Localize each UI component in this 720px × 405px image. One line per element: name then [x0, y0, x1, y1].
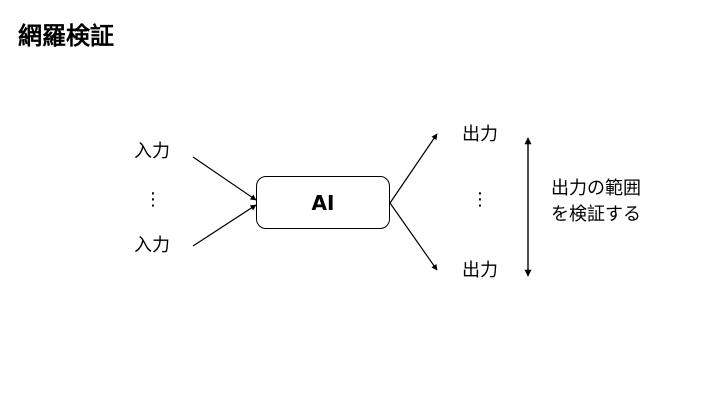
input-ellipsis: ⋮: [144, 189, 162, 210]
output-label-bottom: 出力: [462, 260, 498, 281]
output-ellipsis: ⋮: [471, 189, 489, 210]
input-label-bottom: 入力: [134, 235, 170, 256]
output-label-top: 出力: [462, 124, 498, 145]
input-top-arrow: [192, 156, 257, 201]
input-label-top: 入力: [134, 141, 170, 162]
range-label-line1: 出力の範囲: [551, 178, 641, 199]
output-bottom-arrow: [389, 202, 438, 271]
input-bottom-arrow: [192, 204, 257, 247]
range-label-line2: を検証する: [551, 204, 641, 225]
page-title: 網羅検証: [18, 22, 114, 50]
output-top-arrow: [389, 133, 438, 204]
ai-box: AI: [256, 176, 390, 229]
ai-label: AI: [311, 190, 335, 215]
range-label: 出力の範囲 を検証する: [548, 176, 644, 228]
